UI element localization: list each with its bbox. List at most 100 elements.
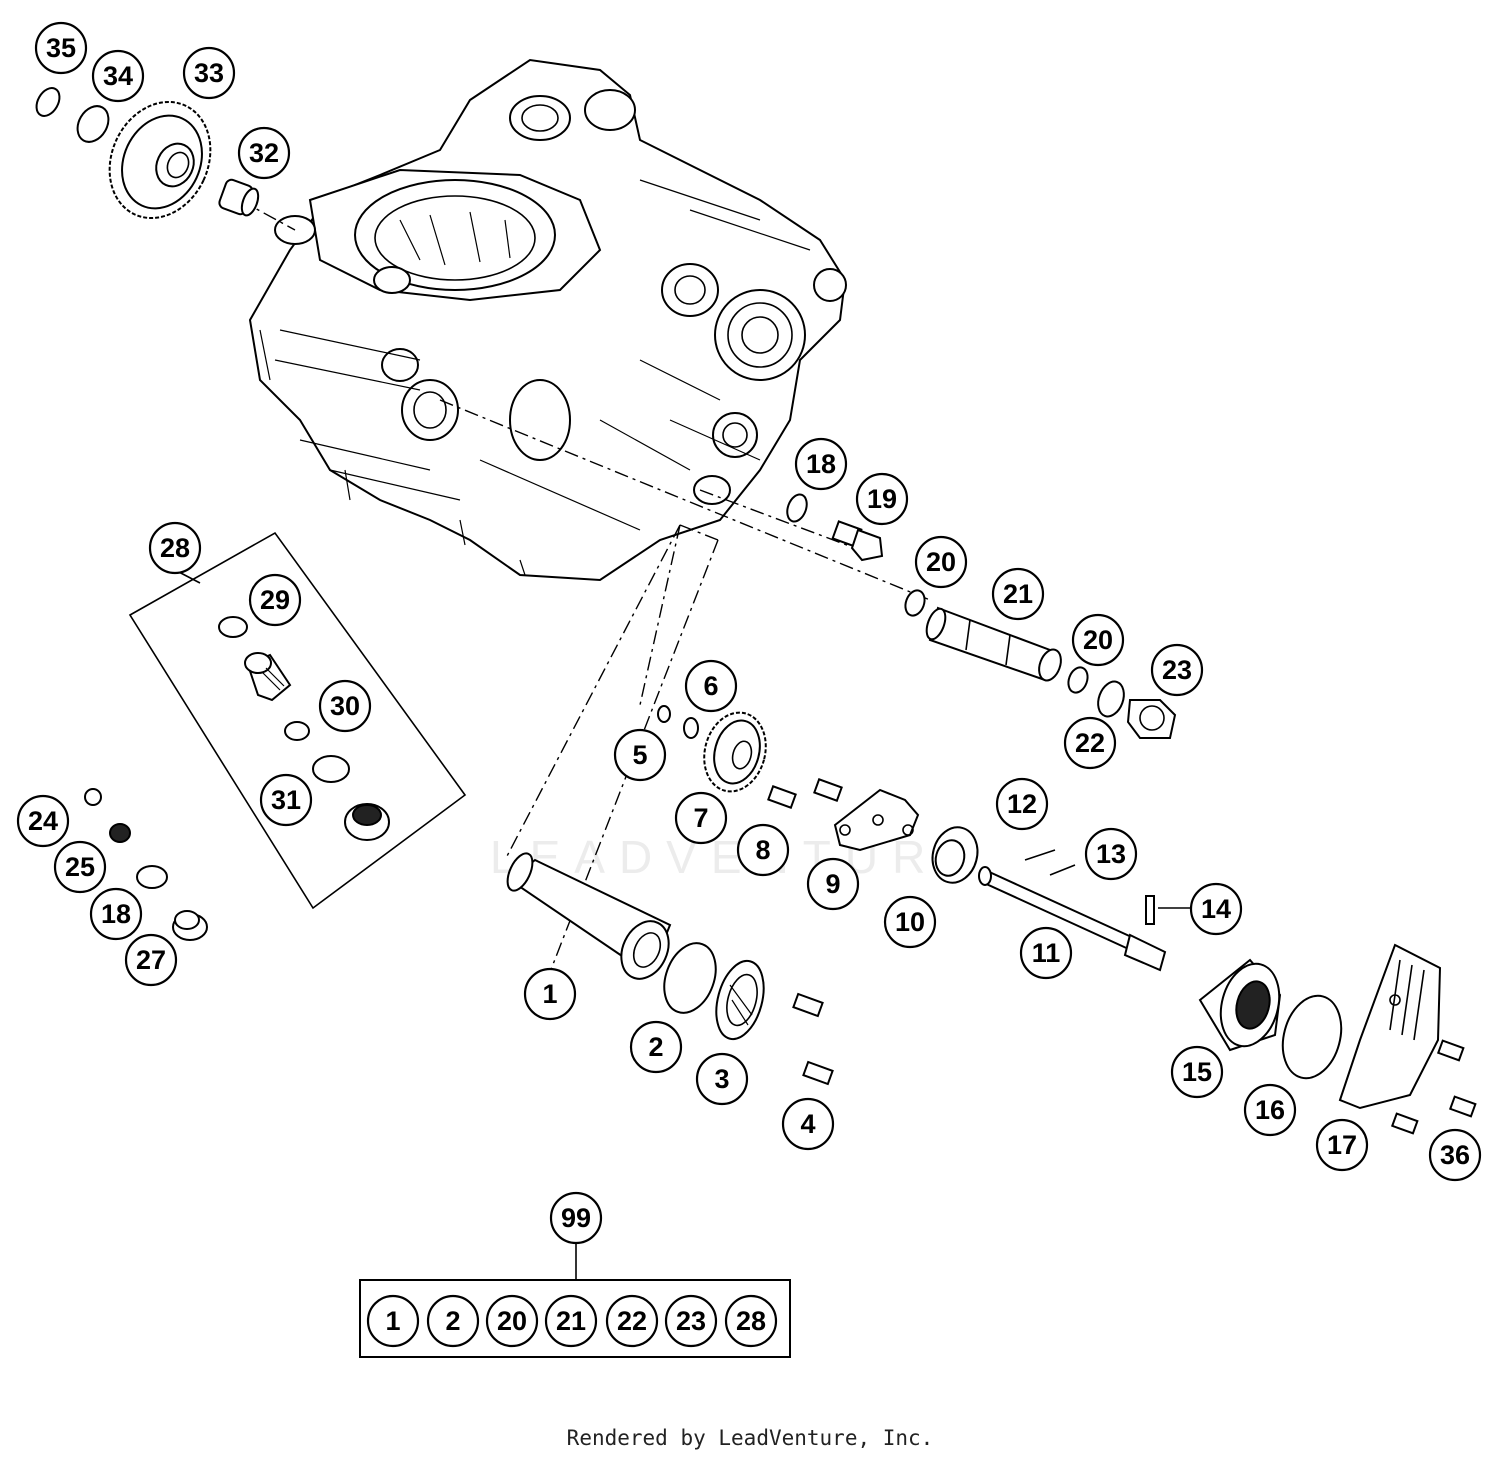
svg-text:18: 18 <box>101 899 131 929</box>
callout-25: 25 <box>53 840 107 894</box>
svg-text:21: 21 <box>1003 579 1033 609</box>
callout-13: 13 <box>1084 827 1138 881</box>
screw-36 <box>1390 1039 1477 1135</box>
callout-19: 19 <box>855 472 909 526</box>
render-credit: Rendered by LeadVenture, Inc. <box>566 1426 934 1450</box>
kit-item: 1 <box>366 1294 420 1348</box>
kit-item: 2 <box>426 1294 480 1348</box>
callout-17: 17 <box>1315 1118 1369 1172</box>
callout-10: 10 <box>883 895 937 949</box>
pump-gear-7 <box>703 711 767 793</box>
cover-9 <box>833 788 920 852</box>
kit-item: 20 <box>485 1294 539 1348</box>
o-ring-30 <box>284 721 310 741</box>
o-ring-29 <box>218 616 248 638</box>
callout-28: 28 <box>148 521 202 575</box>
screw-4 <box>792 992 834 1086</box>
svg-text:15: 15 <box>1182 1057 1212 1087</box>
callout-35: 35 <box>34 21 88 75</box>
seal-ring-18b <box>136 865 168 889</box>
callout-7: 7 <box>674 791 728 845</box>
callout-24: 24 <box>16 794 70 848</box>
svg-text:1: 1 <box>385 1306 400 1336</box>
callout-32: 32 <box>237 126 291 180</box>
engine-crankcase <box>248 58 847 582</box>
svg-text:10: 10 <box>895 907 925 937</box>
svg-text:11: 11 <box>1032 938 1061 968</box>
callout-15: 15 <box>1170 1045 1224 1099</box>
pin-12 <box>1024 849 1056 861</box>
callout-3: 3 <box>695 1052 749 1106</box>
svg-text:24: 24 <box>28 806 58 836</box>
o-ring-16 <box>1281 994 1343 1080</box>
svg-text:1: 1 <box>542 979 557 1009</box>
seal-ring-18 <box>786 493 808 523</box>
svg-text:5: 5 <box>632 740 647 770</box>
screw-8 <box>767 778 843 809</box>
kit-99: 99 1 2 20 21 22 23 28 <box>359 1191 791 1358</box>
svg-text:36: 36 <box>1440 1140 1470 1170</box>
pump-shaft-11 <box>978 866 1167 972</box>
svg-text:8: 8 <box>755 835 770 865</box>
idler-gear-parts <box>35 87 260 220</box>
svg-text:2: 2 <box>445 1306 460 1336</box>
callout-6: 6 <box>684 659 738 713</box>
circlip-5 <box>657 705 671 723</box>
svg-text:17: 17 <box>1327 1130 1357 1160</box>
svg-text:25: 25 <box>65 852 95 882</box>
svg-text:21: 21 <box>556 1306 586 1336</box>
callout-4: 4 <box>781 1097 835 1151</box>
callout-5: 5 <box>613 728 667 782</box>
callout-99: 99 <box>549 1191 603 1245</box>
o-ring-20a <box>904 589 926 617</box>
svg-text:19: 19 <box>867 484 897 514</box>
pump-housing-parts <box>1198 943 1477 1135</box>
o-ring-2 <box>663 942 717 1014</box>
svg-text:28: 28 <box>160 533 190 563</box>
valve-body <box>244 652 292 702</box>
callout-31: 31 <box>259 773 313 827</box>
bushing-32 <box>218 178 260 217</box>
svg-text:23: 23 <box>676 1306 706 1336</box>
oil-filter-1 <box>506 852 672 980</box>
svg-text:99: 99 <box>561 1203 591 1233</box>
svg-text:34: 34 <box>103 61 133 91</box>
filter-cover-3 <box>715 959 765 1041</box>
callout-34: 34 <box>91 49 145 103</box>
valve-kit-28 <box>218 616 390 841</box>
plug-27 <box>172 910 208 941</box>
ball-24 <box>84 788 102 806</box>
oil-screw-parts <box>84 788 208 941</box>
callout-2: 2 <box>629 1020 683 1074</box>
callout-36: 36 <box>1428 1128 1482 1182</box>
svg-text:29: 29 <box>260 585 290 615</box>
callout-9: 9 <box>806 857 860 911</box>
svg-text:31: 31 <box>271 785 301 815</box>
svg-text:16: 16 <box>1255 1095 1285 1125</box>
svg-text:18: 18 <box>806 449 836 479</box>
bolt-19 <box>831 520 884 562</box>
callout-33: 33 <box>182 46 236 100</box>
svg-text:3: 3 <box>714 1064 729 1094</box>
callout-30: 30 <box>318 679 372 733</box>
callout-18b: 18 <box>89 887 143 941</box>
o-ring-20b <box>1067 666 1089 694</box>
svg-text:22: 22 <box>617 1306 647 1336</box>
pump-cover-17 <box>1338 943 1442 1110</box>
callout-20a: 20 <box>914 535 968 589</box>
circlip-35 <box>35 87 61 117</box>
svg-text:6: 6 <box>703 671 718 701</box>
svg-text:23: 23 <box>1162 655 1192 685</box>
pin-14 <box>1145 895 1155 925</box>
plug-23 <box>1126 699 1177 739</box>
svg-text:7: 7 <box>693 803 708 833</box>
callout-14: 14 <box>1189 882 1243 936</box>
kit-item: 28 <box>724 1294 778 1348</box>
svg-text:20: 20 <box>1083 625 1113 655</box>
pump-drive-parts <box>657 705 767 793</box>
svg-text:20: 20 <box>497 1306 527 1336</box>
svg-text:13: 13 <box>1096 839 1126 869</box>
callout-20b: 20 <box>1071 613 1125 667</box>
spring-25 <box>109 823 131 843</box>
